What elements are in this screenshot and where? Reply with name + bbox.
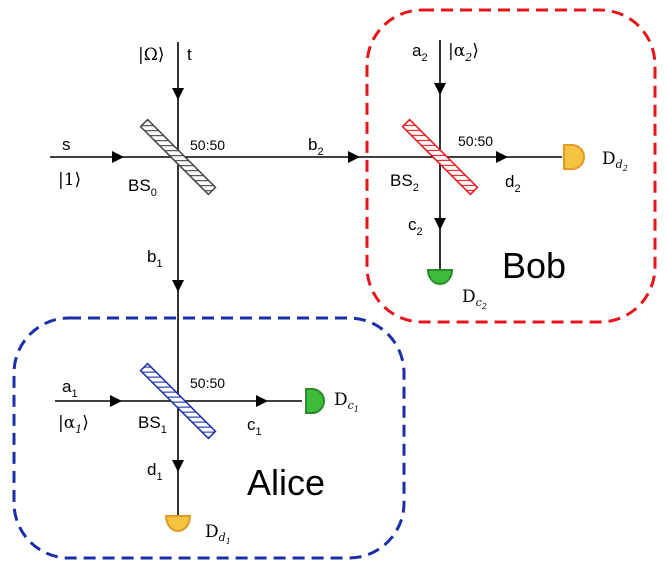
arrow-c1	[256, 395, 268, 407]
bs1-label: BS1	[138, 413, 167, 436]
detector-dc2-icon	[426, 269, 454, 285]
detector-dc1-icon	[305, 388, 325, 414]
mode-t-label: t	[187, 45, 192, 64]
bs1-ratio-label: 50:50	[190, 375, 225, 391]
bs2-label: BS2	[390, 171, 419, 194]
arrow-c2	[434, 218, 446, 230]
alice-region	[12, 316, 406, 560]
beam-splitter-bs1	[139, 362, 217, 440]
state-alpha2-label: |α2⟩	[448, 41, 479, 64]
bs2-ratio-label: 50:50	[458, 133, 493, 149]
detector-dc1-label: Dc1	[334, 390, 359, 414]
mode-s-label: s	[62, 135, 71, 154]
mode-d2-label: d2	[505, 172, 521, 195]
mode-b2-label: b2	[308, 135, 324, 158]
arrow-b2	[348, 151, 360, 163]
bs0-ratio-label: 50:50	[190, 137, 225, 153]
beam-splitter-bs0	[139, 118, 217, 196]
detector-dd1-icon	[164, 515, 192, 532]
arrow-a1	[110, 395, 122, 407]
detector-dc2-label: Dc2	[462, 287, 487, 311]
alice-label: Alice	[247, 462, 325, 503]
arrow-b1	[172, 280, 184, 292]
mode-d1-label: d1	[147, 460, 163, 483]
arrow-d2	[496, 151, 508, 163]
state-omega-label: |Ω⟩	[138, 45, 164, 65]
detector-dd2-label: Dd2	[602, 149, 628, 173]
bs0-label: BS0	[128, 176, 157, 199]
mode-a2-label: a2	[412, 41, 428, 64]
arrow-s	[112, 151, 124, 163]
mode-c2-label: c2	[408, 215, 423, 238]
mode-a1-label: a1	[62, 377, 78, 400]
arrow-a2	[434, 83, 446, 95]
bob-region	[365, 8, 657, 324]
beam-splitter-bs2	[401, 118, 479, 196]
arrow-t	[172, 88, 184, 100]
detector-dd1-label: Dd1	[205, 522, 231, 546]
mode-c1-label: c1	[247, 415, 262, 438]
state-one-label: |1⟩	[58, 170, 81, 190]
arrow-d1	[172, 460, 184, 472]
detector-dd2-shape	[563, 144, 585, 170]
state-alpha1-label: |α1⟩	[58, 413, 89, 436]
bob-label: Bob	[502, 245, 566, 286]
mode-b1-label: b1	[147, 247, 163, 270]
